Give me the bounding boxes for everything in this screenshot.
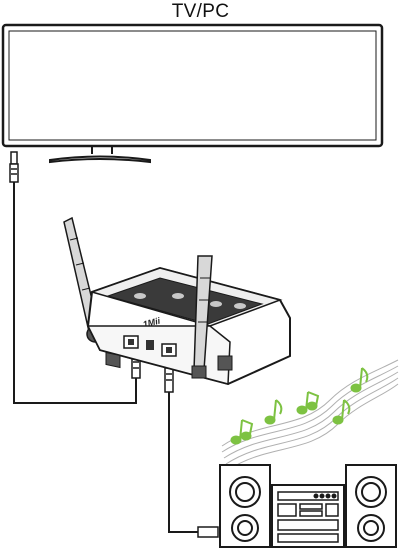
music-waves [221,359,399,471]
stereo-speaker-icon [219,464,397,548]
rca-plug-icon [164,367,219,538]
rca-cable-output [168,392,198,533]
transmitter-icon: 1Mii [63,216,291,386]
music-note-icon [296,391,320,415]
tv-pc-label: TV/PC [171,1,230,22]
rca-cable-input [13,182,137,404]
antenna-icon [191,255,213,379]
music-note-icon [230,419,254,445]
music-note-icon [350,367,369,393]
music-note-icon [264,399,283,425]
music-note-icon [332,399,351,425]
rca-plug-icon [9,151,19,183]
tv-icon [1,23,384,164]
